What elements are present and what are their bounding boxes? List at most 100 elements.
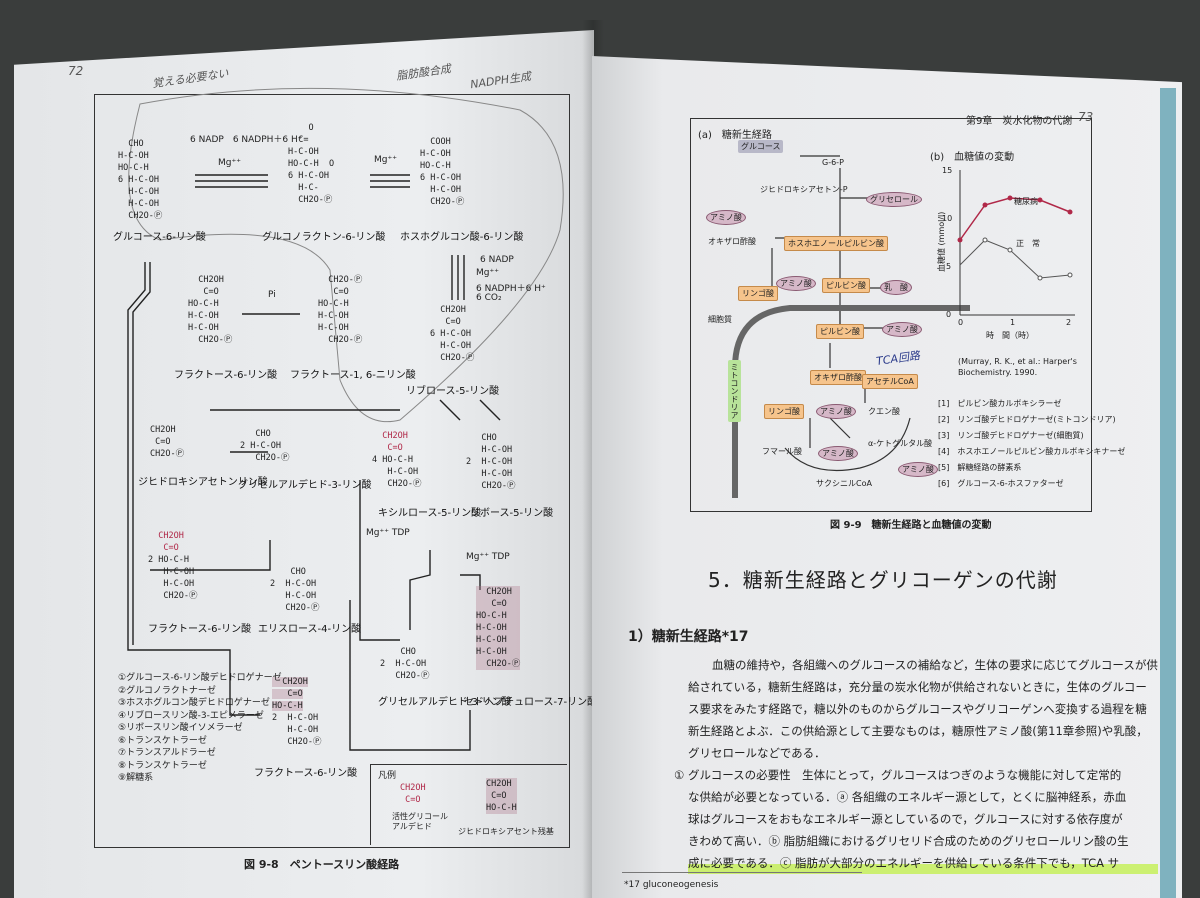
paragraph-line: 血糖の維持や，各組織へのグルコースの補給など，生体の要求に応じてグルコースが供 [712, 658, 1158, 672]
dhap-label: ジヒドロキシアセトンリン酸 [138, 477, 268, 488]
oxaloacetate-node: オキザロ酢酸 [708, 237, 756, 246]
paragraph-line: 成に必要である．ⓒ 脂肪が大部分のエネルギーを供給している条件下でも，TCA サ [688, 852, 1158, 874]
dhap-structure: CH2OH C=O CH2O-Ⓟ [150, 425, 185, 459]
mitochondria-label: ミトコンドリア [728, 360, 741, 422]
footnote-divider [622, 872, 862, 873]
enzyme-item: ①グルコース-6-リン酸デヒドロゲナーゼ [118, 673, 282, 683]
tdp-reagent-8: Mg⁺⁺ TDP [366, 528, 410, 538]
sedo-label: セドヘプチュロース-7-リン酸 [464, 697, 598, 708]
g6p-structure: CHO H-C-OH HO-C-H 6 H-C-OH H-C-OH H-C-OH… [118, 139, 163, 221]
dhap-node: ジヒドロキシアセトン-P [760, 185, 848, 194]
gluconolactone-label: グルコノラクトン-6-リン酸 [262, 232, 386, 243]
paragraph-line: ス要求をみたす経路で，糖以外のものからグルコースやグリコーゲンへ変換する過程を糖 [688, 702, 1147, 716]
legend-title: 凡例 [378, 771, 397, 781]
y-axis-label: 血糖値 (mmol/l) [937, 211, 946, 272]
glycerol-node: グリセロール [866, 192, 922, 207]
paragraph-line: グリセロールなどである． [688, 746, 826, 760]
legend-glycolaldehyde-structure: CH2OH C=O [400, 783, 426, 805]
erythrose-structure: CHO 2 H-C-OH H-C-OH CH2O-Ⓟ [270, 567, 320, 613]
amino-acid-node: アミノ酸 [816, 404, 856, 419]
enzyme-item: [2] リンゴ酸デヒドロゲナーゼ(ミトコンドリア) [938, 415, 1116, 424]
panel-b-title: (b) 血糖値の変動 [930, 152, 1015, 163]
f6p-bottom-label: フラクトース-6-リン酸 [254, 768, 358, 779]
enzyme-item: [3] リンゴ酸デヒドロゲナーゼ(細胞質) [938, 431, 1084, 440]
paragraph-line: ① グルコースの必要性 生体にとって，グルコースはつぎのような機能に対して定常的 [674, 768, 1122, 782]
nadph-reagent-3: 6 NADPH＋6 H⁺ [476, 284, 546, 294]
mg-reagent-2: Mg⁺⁺ [374, 155, 397, 165]
f6p-top-label: フラクトース-6-リン酸 [174, 370, 278, 381]
mg-reagent-3: Mg⁺⁺ [476, 268, 499, 278]
body-text: 血糖の維持や，各組織へのグルコースの補給など，生体の要求に応じてグルコースが供 … [674, 654, 1158, 874]
section-title: 5．糖新生経路とグリコーゲンの代謝 [708, 568, 1058, 592]
series-diabetes-label: 糖尿病 [1014, 197, 1038, 206]
xtick-label: 1 [1010, 318, 1016, 327]
xylulose-label: キシルロース-5-リン酸 [378, 508, 482, 519]
pep-node: ホスホエノールピルビン酸 [784, 236, 888, 251]
fbp-structure: CH2O-Ⓟ C=O HO-C-H H-C-OH H-C-OH CH2O-Ⓟ [318, 275, 363, 345]
enzyme-item: [4] ホスホエノールピルビン酸カルボキシキナーゼ [938, 447, 1126, 456]
xtick-label: 2 [1066, 318, 1072, 327]
sedo-structure: CH2OH C=O HO-C-H H-C-OH H-C-OH H-C-OH CH… [476, 586, 521, 670]
enzyme-item: ③ホスホグルコン酸デヒドロゲナーゼ [118, 698, 270, 708]
fbp-label: フラクトース-1, 6-ニリン酸 [290, 370, 416, 381]
blood-glucose-chart [957, 170, 1075, 316]
gap-bottom-label: グリセルアルデヒド-3-リン酸 [378, 697, 512, 708]
enzyme-item: ⑨解糖系 [118, 773, 154, 783]
footnote: *17 gluconeogenesis [624, 880, 719, 890]
ytick-label: 0 [946, 310, 952, 319]
tdp-reagent-6: Mg⁺⁺ TDP [466, 552, 510, 562]
xtick-label: 0 [958, 318, 964, 327]
series-normal-label: 正 常 [1016, 239, 1040, 248]
gap-top-label: グリセルアルデヒド-3-リン酸 [238, 480, 372, 491]
gluconeogenesis-figure [690, 118, 1092, 512]
legend-box [370, 764, 567, 845]
ytick-label: 15 [942, 166, 953, 175]
enzyme-item: [6] グルコース-6-ホスファターゼ [938, 479, 1064, 488]
f6p-top-structure: CH2OH C=O HO-C-H H-C-OH H-C-OH CH2O-Ⓟ [188, 275, 233, 345]
enzyme-item: [5] 解糖経路の酵素系 [938, 463, 1022, 472]
glucose-node: グルコース [738, 140, 784, 153]
nadp-reagent-1: 6 NADP 6 NADPH＋6 H⁺ [190, 135, 303, 145]
pi-reagent: Pi [268, 290, 276, 300]
ribulose-structure: CH2OH C=O 6 H-C-OH H-C-OH CH2O-Ⓟ [430, 305, 475, 363]
enzyme-item: ⑤リボースリン酸イソメラーゼ [118, 723, 243, 733]
gluconolactone-structure: O C= H-C-OH HO-C-H O 6 H-C-OH H-C- CH2O-… [288, 123, 335, 205]
f6p-mid-structure: CH2OH C=O 2 HO-C-H H-C-OH H-C-OH CH2O-Ⓟ [148, 531, 198, 601]
panel-a-title: (a) 糖新生経路 [698, 130, 772, 141]
x-axis-label: 時 間（時） [986, 331, 1034, 340]
amino-acid-node: アミノ酸 [898, 462, 938, 477]
ytick-label: 5 [946, 262, 952, 271]
paragraph-line: な供給が必要となっている．ⓐ 各組織のエネルギー源として，とくに脳神経系，赤血 [688, 790, 1127, 804]
cytosol-label: 細胞質 [708, 315, 732, 324]
paragraph-line: きわめて高い．ⓑ 脂肪組織におけるグリセリド合成のためのグリセロールリン酸の生 [688, 834, 1129, 848]
subsection-title: 1）糖新生経路*17 [628, 629, 749, 645]
gap-bottom-structure: CHO 2 H-C-OH CH2O-Ⓟ [380, 647, 430, 681]
ytick-label: 10 [942, 214, 953, 223]
g6p-label: グルコース-6-リン酸 [113, 232, 206, 243]
enzyme-item: ②グルコノラクトナーゼ [118, 685, 216, 696]
right-figure-caption: 図 9-9 糖新生経路と血糖値の変動 [830, 520, 992, 531]
lactate-node: 乳 酸 [880, 280, 912, 295]
paragraph-line: 球はグルコースをおもなエネルギー源としているので，グルコースに対する依存度が [688, 812, 1123, 826]
right-page-header: 第9章 炭水化物の代謝 [966, 116, 1073, 127]
left-page-number: 72 [68, 64, 84, 78]
right-page-number: 73 [1078, 110, 1094, 124]
legend-item-1: 活性グリコールアルデヒド [392, 812, 448, 831]
oaa-mito-node: オキザロ酢酸 [810, 370, 866, 385]
akg-node: α-ケトグルタル酸 [868, 439, 933, 448]
enzyme-item: ⑥トランスケトラーゼ [118, 735, 207, 746]
f6p-bottom-structure: CH2OH C=O HO-C-H 2 H-C-OH H-C-OH CH2O-Ⓟ [272, 677, 322, 747]
gluconeogenesis-enzyme-list: [1] ピルビン酸カルボキシラーゼ [2] リンゴ酸デヒドロゲナーゼ(ミトコンド… [938, 396, 1125, 492]
nadp-reagent-3: 6 NADP [480, 255, 514, 265]
legend-dha-structure: CH2OH C=O HO-C-H [486, 778, 517, 814]
malate-node: リンゴ酸 [738, 286, 778, 301]
ribulose-label: リブロース-5-リン酸 [406, 386, 500, 397]
phosphogluconate-structure: COOH H-C-OH HO-C-H 6 H-C-OH H-C-OH CH2O-… [420, 137, 465, 207]
amino-acid-node: アミノ酸 [882, 322, 922, 337]
enzyme-legend: ①グルコース-6-リン酸デヒドロゲナーゼ ②グルコノラクトナーゼ ③ホスホグルコ… [118, 672, 282, 785]
ribose-structure: CHO H-C-OH 2 H-C-OH H-C-OH CH2O-Ⓟ [466, 433, 516, 491]
fumarate-node: フマール酸 [762, 447, 802, 456]
enzyme-item: ④リブロースリン酸-3-エピメラーゼ [118, 710, 264, 721]
mg-reagent-1: Mg⁺⁺ [218, 158, 241, 168]
